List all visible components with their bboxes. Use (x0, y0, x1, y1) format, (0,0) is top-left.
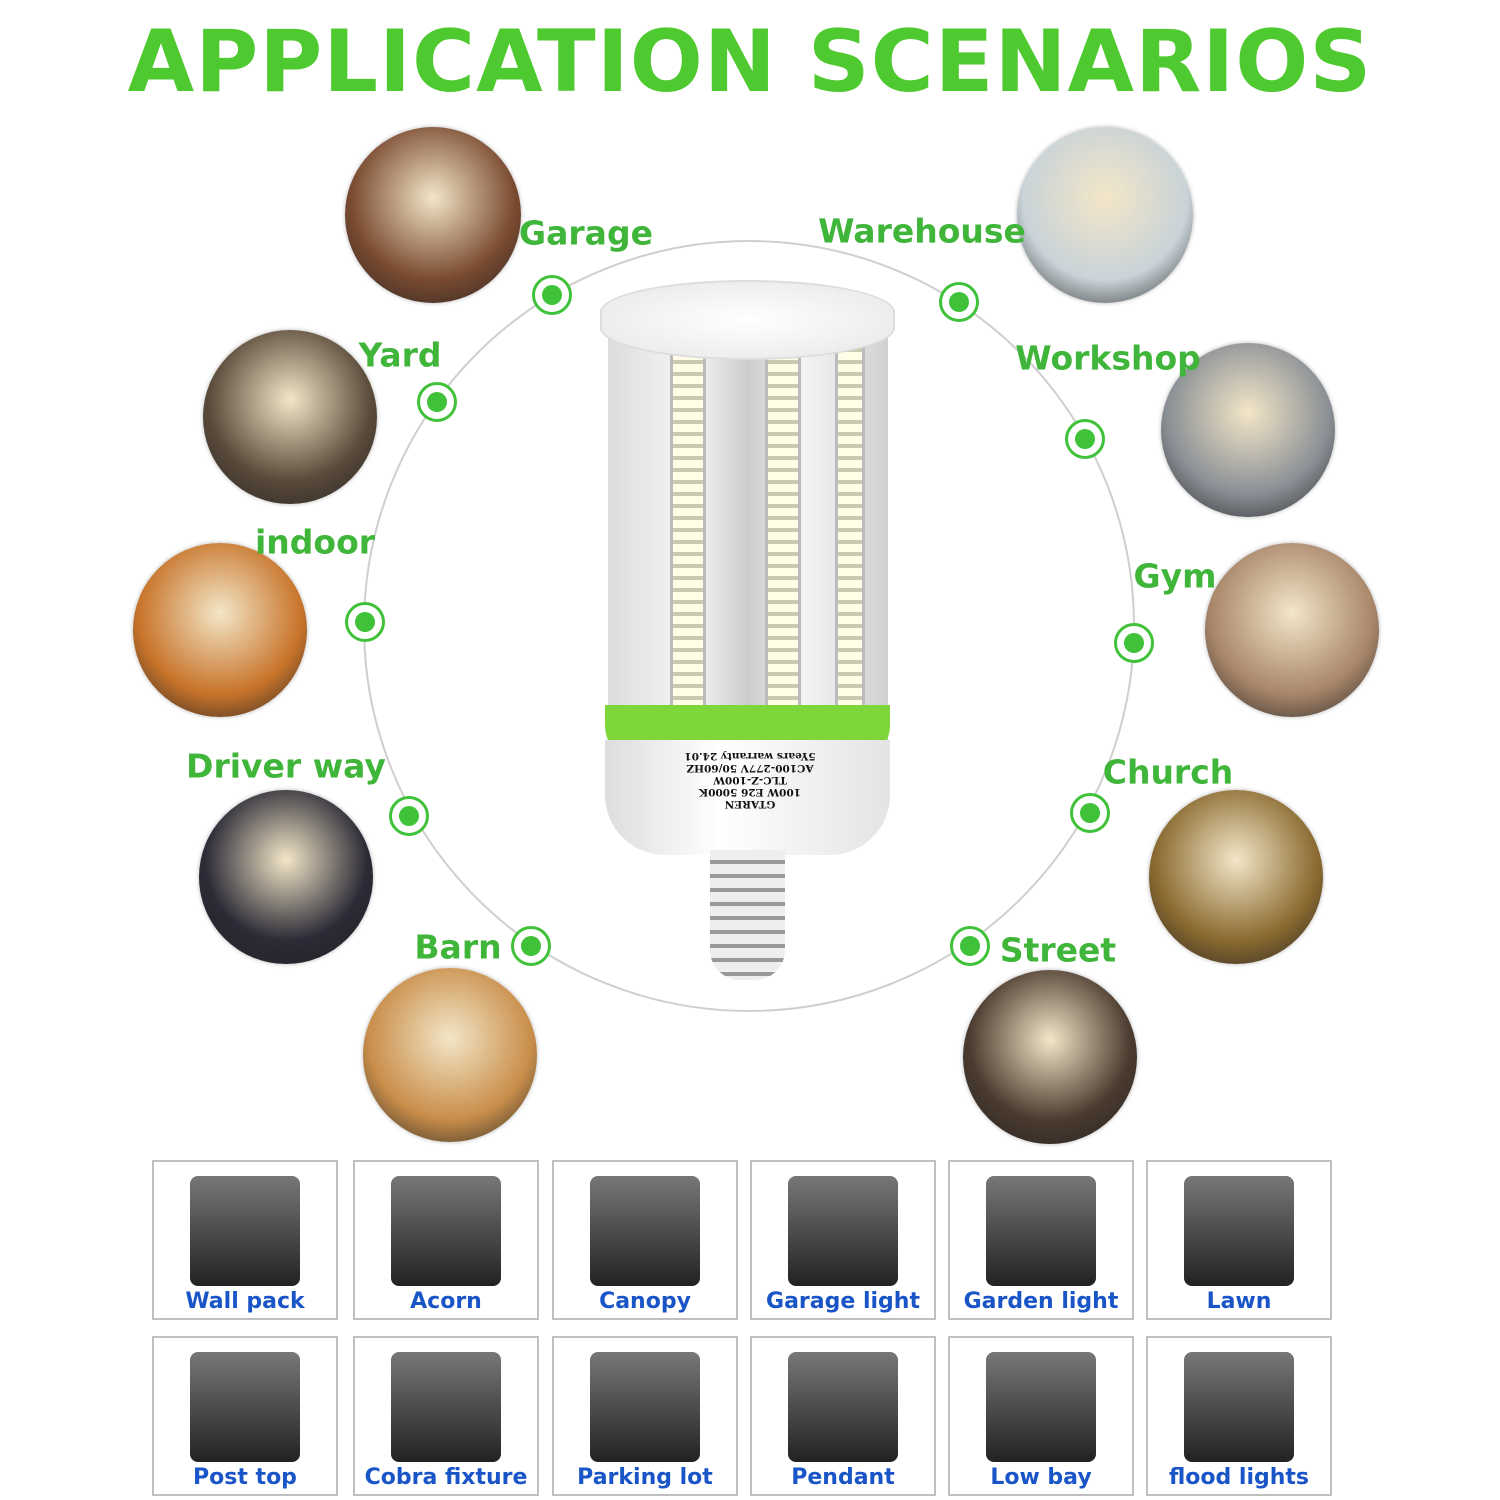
fixture-label: Pendant (791, 1465, 895, 1490)
fixture-label: Wall pack (185, 1289, 305, 1314)
fixture-label: Parking lot (577, 1465, 713, 1490)
fixture-label: Acorn (410, 1289, 482, 1314)
corn-led-bulb-image: GTAREN 100W E26 5000K TLC-Z-100W AC100-2… (600, 280, 895, 990)
fixture-label: Post top (193, 1465, 297, 1490)
scenario-photo-barn (363, 968, 537, 1142)
led-strip (670, 340, 706, 740)
fixture-label: Garden light (963, 1289, 1119, 1314)
scenario-photo-garage (345, 127, 521, 303)
scenario-photo-workshop (1161, 343, 1335, 517)
fixture-label: Canopy (599, 1289, 691, 1314)
scenario-label: Church (1102, 752, 1234, 792)
spec-line: 100W E26 5000K (699, 786, 801, 798)
scenario-photo-driver-way (199, 790, 373, 964)
fixture-image (391, 1352, 501, 1462)
fixture-card: Pendant (750, 1336, 936, 1496)
bulb-base (605, 740, 890, 855)
fixture-card: Wall pack (152, 1160, 338, 1320)
fixture-label: Lawn (1206, 1289, 1272, 1314)
led-strip (835, 340, 865, 740)
fixture-card: Parking lot (552, 1336, 738, 1496)
green-dot-marker (950, 926, 990, 966)
e26-screw-base (710, 850, 785, 980)
scenario-label: indoor (254, 522, 376, 562)
fixture-card: Canopy (552, 1160, 738, 1320)
green-dot-marker (532, 275, 572, 315)
scenario-label: Street (999, 930, 1117, 970)
fixture-card: Garage light (750, 1160, 936, 1320)
led-strip (765, 340, 801, 740)
scenario-photo-gym (1205, 543, 1379, 717)
fixture-image (190, 1176, 300, 1286)
fixture-image (1184, 1352, 1294, 1462)
fixture-card: Low bay (948, 1336, 1134, 1496)
scenario-label: Barn (414, 927, 502, 967)
fixture-card: Post top (152, 1336, 338, 1496)
scenario-label: Warehouse (818, 211, 1026, 251)
green-dot-marker (939, 282, 979, 322)
fixture-image (986, 1176, 1096, 1286)
fixture-card: Garden light (948, 1160, 1134, 1320)
green-dot-marker (417, 382, 457, 422)
fixture-label: Garage light (766, 1289, 920, 1314)
scenario-label: Workshop (1015, 338, 1201, 378)
spec-line: GTAREN (724, 798, 776, 810)
page-title: APPLICATION SCENARIOS (127, 12, 1373, 112)
fixture-label: Low bay (990, 1465, 1092, 1490)
fixture-image (391, 1176, 501, 1286)
fixture-label: flood lights (1168, 1465, 1310, 1490)
green-dot-marker (389, 796, 429, 836)
bulb-spec-label: GTAREN 100W E26 5000K TLC-Z-100W AC100-2… (670, 750, 830, 810)
scenario-photo-indoor (133, 543, 307, 717)
green-dot-marker (345, 602, 385, 642)
scenario-label: Garage (519, 213, 653, 253)
spec-line: 5Years warranty 24.01 (684, 750, 816, 762)
scenario-photo-warehouse (1017, 127, 1193, 303)
green-dot-marker (1070, 793, 1110, 833)
scenario-label: Gym (1133, 556, 1217, 596)
fixture-image (590, 1352, 700, 1462)
scenario-photo-street (963, 970, 1137, 1144)
scenario-label: Driver way (186, 746, 386, 786)
fixture-card: flood lights (1146, 1336, 1332, 1496)
fixture-image (788, 1176, 898, 1286)
green-dot-marker (511, 926, 551, 966)
scenario-photo-church (1149, 790, 1323, 964)
fixture-card: Cobra fixture (353, 1336, 539, 1496)
fixture-image (190, 1352, 300, 1462)
scenario-label: Yard (358, 335, 442, 375)
fixture-image (788, 1352, 898, 1462)
fixture-image (1184, 1176, 1294, 1286)
spec-line: AC100-277V 50/60HZ (686, 762, 814, 774)
fixture-image (590, 1176, 700, 1286)
bulb-top-cap (600, 280, 895, 360)
spec-line: TLC-Z-100W (713, 774, 787, 786)
fixture-card: Acorn (353, 1160, 539, 1320)
green-dot-marker (1114, 623, 1154, 663)
fixture-label: Cobra fixture (364, 1465, 528, 1490)
green-dot-marker (1065, 419, 1105, 459)
scenario-photo-yard (203, 330, 377, 504)
fixture-image (986, 1352, 1096, 1462)
fixture-card: Lawn (1146, 1160, 1332, 1320)
